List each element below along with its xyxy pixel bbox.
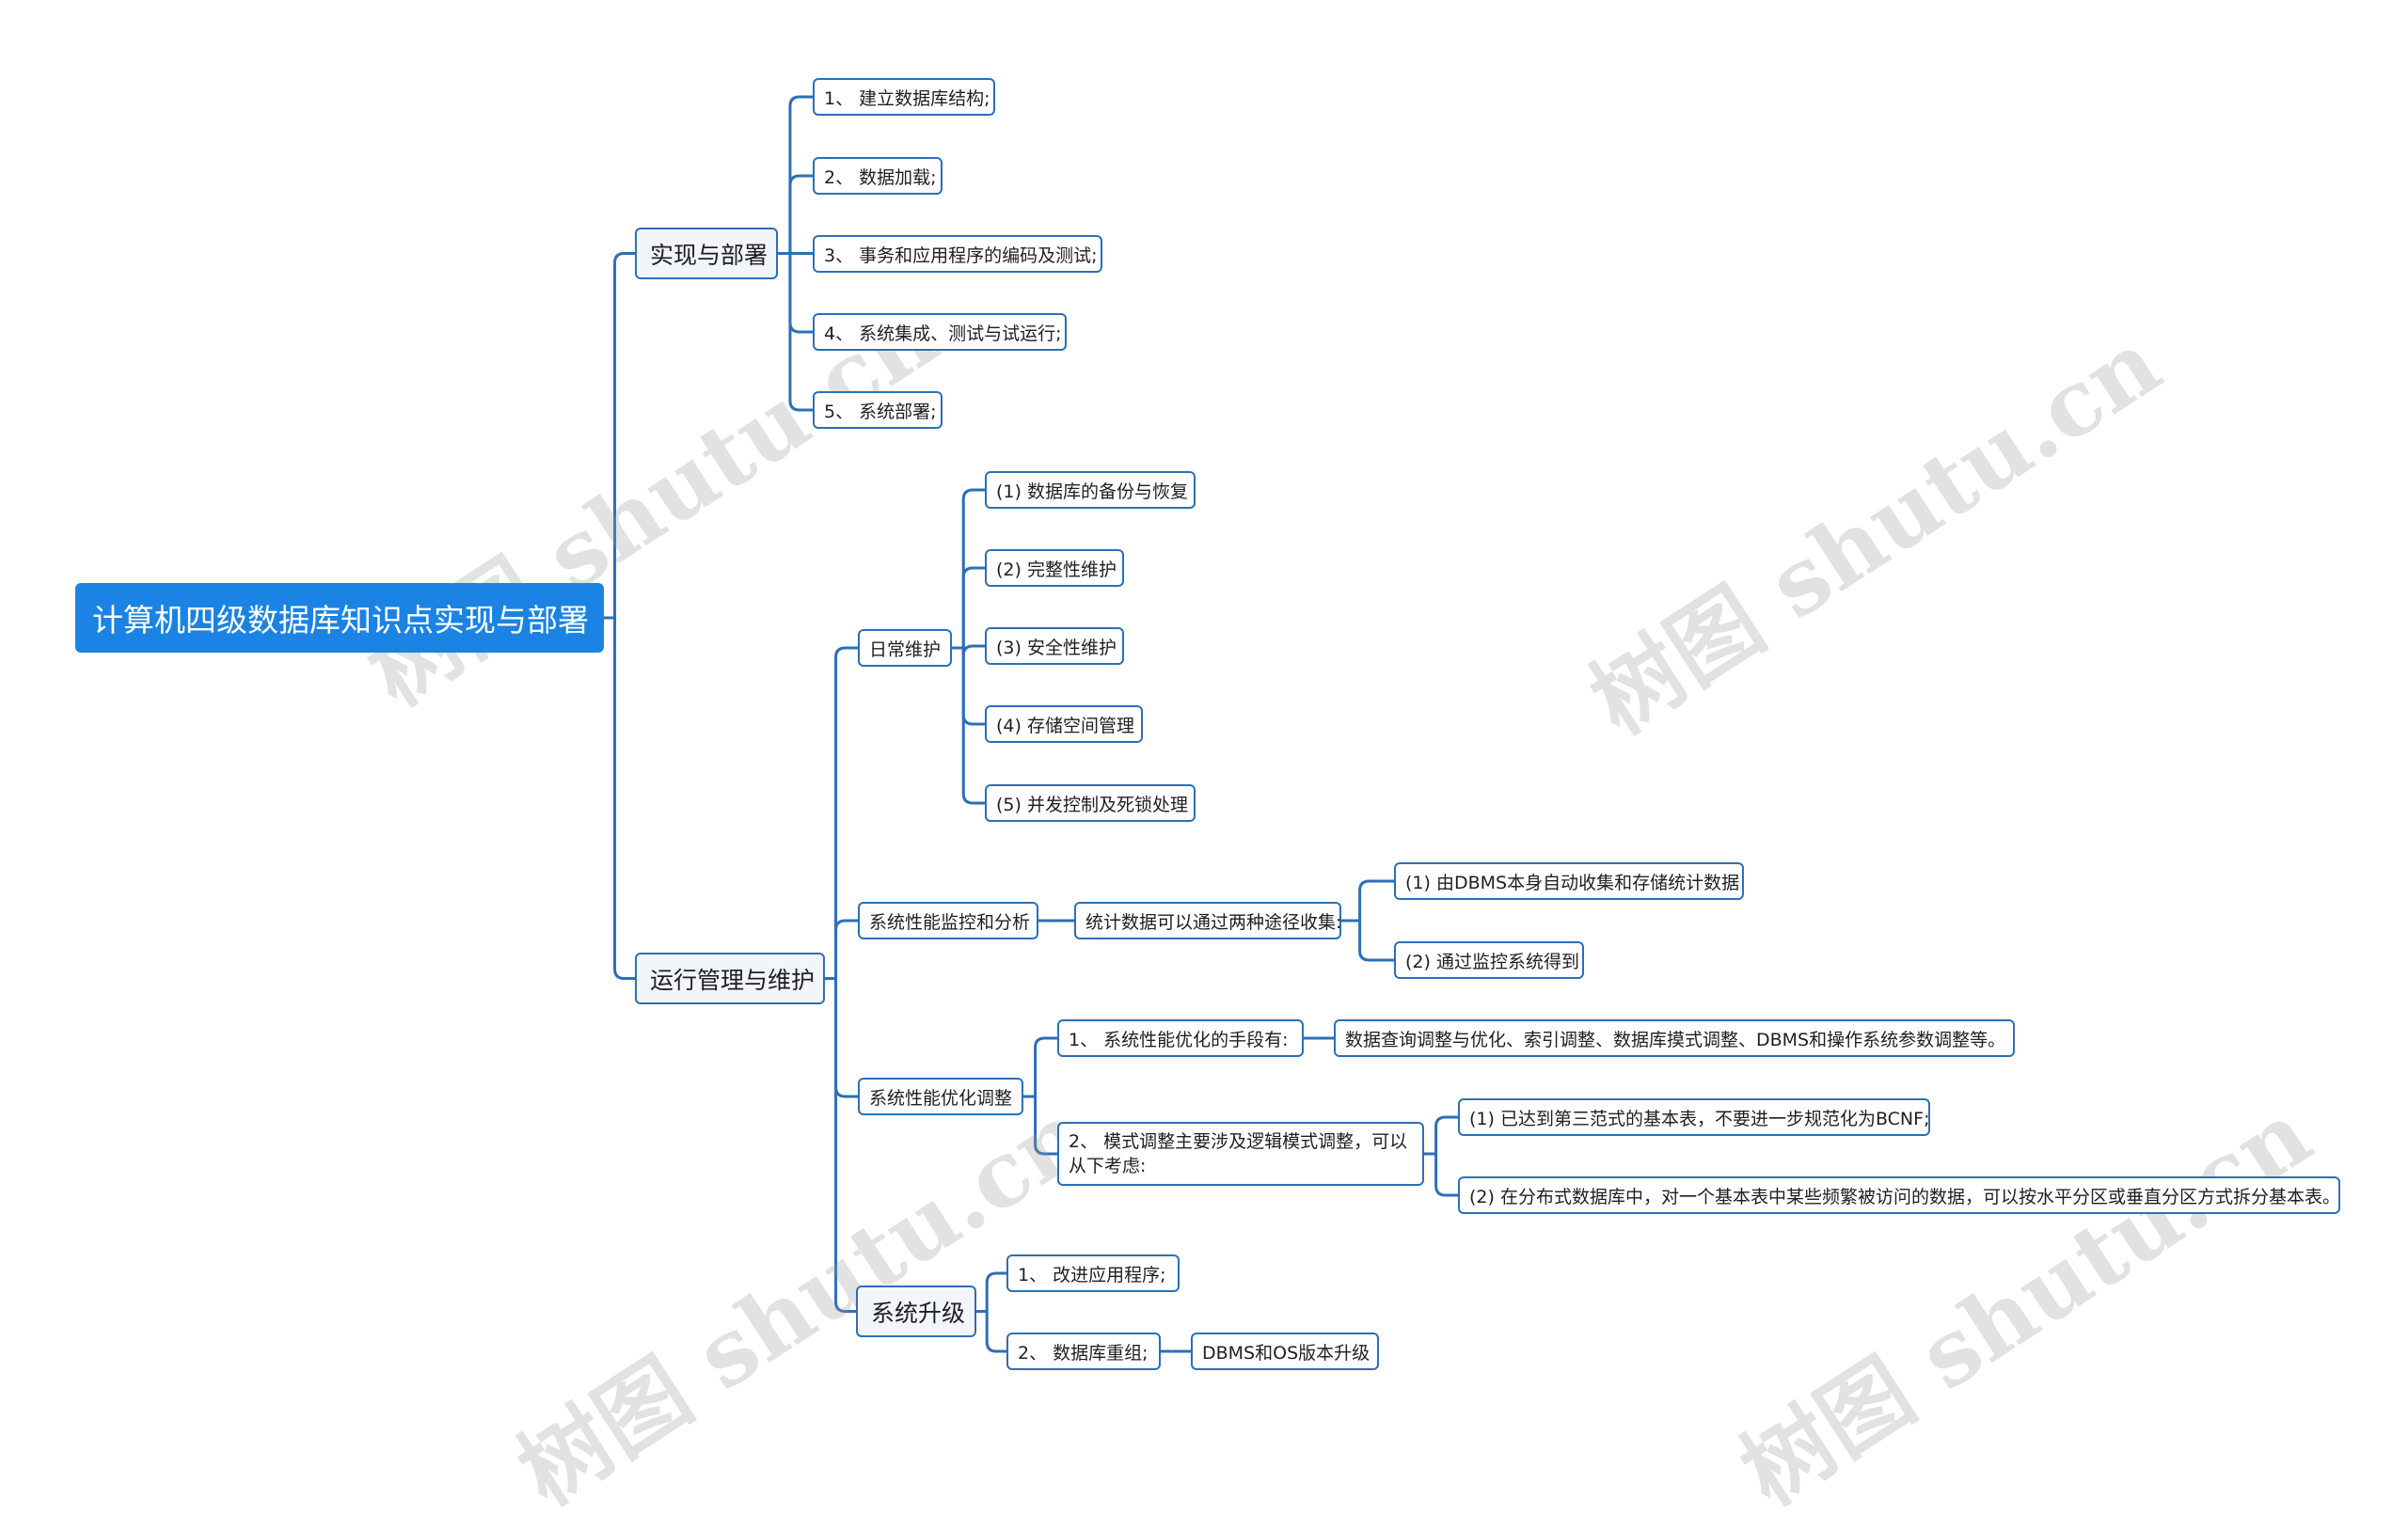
mindmap-canvas: 树图 shutu.cn 树图 shutu.cn 树图 shutu.cn 树图 s…: [75, 78, 2340, 1525]
connector-line: [613, 252, 635, 618]
node-monitoring-system[interactable]: (2) 通过监控系统得到: [1394, 941, 1584, 979]
connector-line: [961, 648, 985, 726]
connector-line: [788, 95, 813, 254]
node-concurrency-deadlock[interactable]: (5) 并发控制及死锁处理: [985, 784, 1196, 822]
node-integrity[interactable]: (2) 完整性维护: [985, 549, 1124, 587]
connector-line: [1434, 1115, 1458, 1154]
branch-node-implementation-deployment[interactable]: 实现与部署: [635, 228, 778, 279]
connector-line: [788, 174, 813, 254]
connector-line: [961, 488, 985, 648]
connector-line: [985, 1311, 1006, 1353]
connector-line: [834, 978, 856, 1313]
node-dbms-os-upgrade[interactable]: DBMS和OS版本升级: [1191, 1333, 1379, 1370]
connector-lines: [604, 95, 1458, 1353]
node-system-integration[interactable]: 4、 系统集成、测试与试运行;: [813, 313, 1067, 351]
connector-line: [1358, 879, 1394, 921]
connector-line: [834, 919, 858, 979]
connector-line: [1034, 1096, 1057, 1156]
branch-node-system-upgrade[interactable]: 系统升级: [856, 1286, 976, 1337]
connector-line: [834, 978, 858, 1098]
node-performance-tuning[interactable]: 系统性能优化调整: [858, 1078, 1023, 1115]
node-data-loading[interactable]: 2、 数据加载;: [813, 157, 943, 195]
connector-line: [1434, 1154, 1458, 1197]
node-tuning-methods[interactable]: 1、 系统性能优化的手段有:: [1057, 1019, 1304, 1057]
connector-line: [788, 253, 813, 412]
connector-line: [985, 1271, 1006, 1312]
node-improve-application[interactable]: 1、 改进应用程序;: [1006, 1254, 1180, 1292]
node-db-reorganization[interactable]: 2、 数据库重组;: [1006, 1333, 1161, 1370]
connector-line: [613, 618, 635, 980]
node-distributed-partition[interactable]: (2) 在分布式数据库中，对一个基本表中某些频繁被访问的数据，可以按水平分区或垂…: [1458, 1176, 2340, 1214]
node-transaction-app-coding[interactable]: 3、 事务和应用程序的编码及测试;: [813, 235, 1102, 273]
node-third-normal-form[interactable]: (1) 已达到第三范式的基本表，不要进一步规范化为BCNF;: [1458, 1098, 1930, 1136]
connector-line: [961, 566, 985, 648]
node-build-db-structure[interactable]: 1、 建立数据库结构;: [813, 78, 995, 116]
connector-line: [1358, 921, 1394, 962]
node-tuning-methods-detail[interactable]: 数据查询调整与优化、索引调整、数据库摸式调整、DBMS和操作系统参数调整等。: [1334, 1019, 2015, 1057]
node-backup-recovery[interactable]: (1) 数据库的备份与恢复: [985, 471, 1196, 509]
connector-line: [961, 644, 985, 656]
node-security[interactable]: (3) 安全性维护: [985, 627, 1124, 665]
root-node[interactable]: 计算机四级数据库知识点实现与部署: [75, 583, 604, 653]
node-performance-monitoring[interactable]: 系统性能监控和分析: [858, 902, 1038, 939]
branch-node-operation-maintenance[interactable]: 运行管理与维护: [635, 953, 825, 1004]
connector-line: [788, 253, 813, 334]
connector-line: [834, 646, 858, 979]
node-statistics-collection[interactable]: 统计数据可以通过两种途径收集:: [1074, 902, 1341, 939]
connector-line: [1034, 1036, 1057, 1096]
node-system-deployment[interactable]: 5、 系统部署;: [813, 391, 943, 429]
node-daily-maintenance[interactable]: 日常维护: [858, 629, 952, 667]
node-dbms-auto-collect[interactable]: (1) 由DBMS本身自动收集和存储统计数据: [1394, 862, 1744, 900]
connector-line: [961, 648, 985, 805]
node-schema-tuning[interactable]: 2、 模式调整主要涉及逻辑模式调整，可以从下考虑:: [1057, 1122, 1424, 1186]
node-storage-space[interactable]: (4) 存储空间管理: [985, 705, 1143, 743]
